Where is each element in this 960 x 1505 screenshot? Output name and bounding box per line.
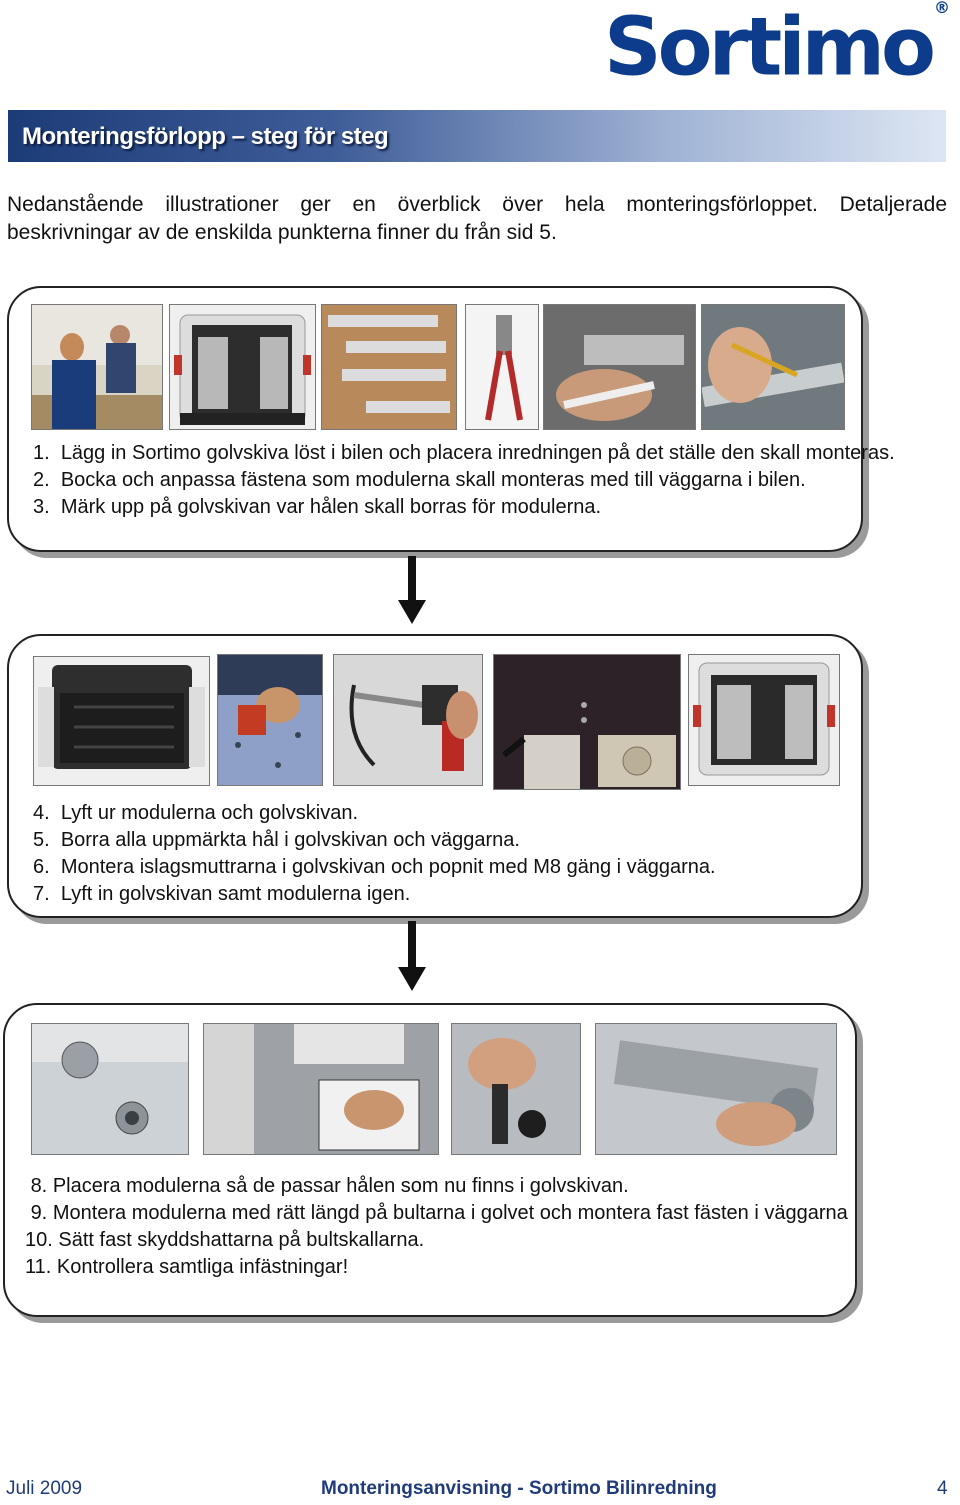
step-list-1: 1. Lägg in Sortimo golvskiva löst i bile… xyxy=(33,440,895,521)
step-item: 10. Sätt fast skyddshattarna på bultskal… xyxy=(25,1227,848,1254)
step-item: 6. Montera islagsmuttrarna i golvskivan … xyxy=(33,854,716,881)
empty-van-floor-photo xyxy=(33,656,210,786)
module-floor-photo xyxy=(203,1023,439,1155)
step-list-3: 8. Placera modulerna så de passar hålen … xyxy=(25,1173,848,1281)
step-number: 5. xyxy=(33,829,50,851)
intro-paragraph: Nedanstående illustrationer ger en överb… xyxy=(7,193,947,244)
step-text: Märk upp på golvskivan var hålen skall b… xyxy=(60,496,602,518)
footer-date: Juli 2009 xyxy=(6,1478,83,1499)
step-item: 7. Lyft in golvskivan samt modulerna ige… xyxy=(33,881,716,908)
step-number: 1. xyxy=(33,442,50,464)
step-panel-3: 8. Placera modulerna så de passar hålen … xyxy=(3,1003,857,1317)
step-text: Montera islagsmuttrarna i golvskivan och… xyxy=(60,856,716,878)
marking-hole-photo xyxy=(543,304,696,430)
logo-text: Sortimo xyxy=(603,0,936,94)
step-number: 9. xyxy=(30,1202,48,1224)
finished-van-photo xyxy=(688,654,840,786)
footer-page-number: 4 xyxy=(937,1478,948,1499)
step-item: 3. Märk upp på golvskivan var hålen skal… xyxy=(33,494,895,521)
step-text: Borra alla uppmärkta hål i golvskivan oc… xyxy=(60,829,520,851)
pencil-marking-photo xyxy=(701,304,845,430)
step-text: Sätt fast skyddshattarna på bultskallarn… xyxy=(58,1229,425,1251)
step-number: 11. xyxy=(25,1256,52,1278)
step-text: Placera modulerna så de passar hålen som… xyxy=(52,1175,629,1197)
step-number: 2. xyxy=(33,469,50,491)
bolt-closeup-photo xyxy=(31,1023,189,1155)
step-number: 10. xyxy=(25,1229,53,1251)
step-number: 3. xyxy=(33,496,50,518)
section-title-bar: Monteringsförlopp – steg för steg xyxy=(8,110,946,162)
sortimo-logo: Sortimo® xyxy=(604,0,950,88)
wrench-photo xyxy=(451,1023,581,1155)
drilling-floor-photo xyxy=(217,654,323,786)
step-number: 6. xyxy=(33,856,50,878)
registered-mark: ® xyxy=(934,0,950,17)
step-text: Kontrollera samtliga infästningar! xyxy=(56,1256,349,1278)
drilling-wall-photo xyxy=(333,654,483,786)
footer-doc-title: Monteringsanvisning - Sortimo Bilinredni… xyxy=(321,1478,717,1499)
down-arrow-icon xyxy=(398,556,428,626)
step-panel-1: 1. Lägg in Sortimo golvskiva löst i bile… xyxy=(7,286,895,552)
step-text: Bocka och anpassa fästena som modulerna … xyxy=(60,469,806,491)
step-text: Montera modulerna med rätt längd på bult… xyxy=(52,1202,848,1224)
step-text: Lyft ur modulerna och golvskivan. xyxy=(60,802,358,824)
step-number: 4. xyxy=(33,802,50,824)
step-item: 2. Bocka och anpassa fästena som moduler… xyxy=(33,467,895,494)
step-item: 9. Montera modulerna med rätt längd på b… xyxy=(25,1200,848,1227)
step-panel-2: 4. Lyft ur modulerna och golvskivan. 5. … xyxy=(7,634,863,918)
page-title: Monteringsförlopp – steg för steg xyxy=(22,123,389,150)
rivet-nut-photo xyxy=(493,654,681,790)
brackets-photo xyxy=(321,304,457,430)
step-text: Lägg in Sortimo golvskiva löst i bilen o… xyxy=(60,442,895,464)
step-list-2: 4. Lyft ur modulerna och golvskivan. 5. … xyxy=(33,800,716,908)
van-modules-photo xyxy=(169,304,316,430)
step-item: 4. Lyft ur modulerna och golvskivan. xyxy=(33,800,716,827)
step-item: 11. Kontrollera samtliga infästningar! xyxy=(25,1254,848,1281)
step-item: 5. Borra alla uppmärkta hål i golvskivan… xyxy=(33,827,716,854)
step-text: Lyft in golvskivan samt modulerna igen. xyxy=(60,883,411,905)
step-number: 8. xyxy=(30,1175,48,1197)
bracket-wall-photo xyxy=(595,1023,837,1155)
step-item: 8. Placera modulerna så de passar hålen … xyxy=(25,1173,848,1200)
down-arrow-icon xyxy=(398,921,428,993)
step-number: 7. xyxy=(33,883,50,905)
pliers-photo xyxy=(465,304,539,430)
step-item: 1. Lägg in Sortimo golvskiva löst i bile… xyxy=(33,440,895,467)
person-loading-van-photo xyxy=(31,304,163,430)
